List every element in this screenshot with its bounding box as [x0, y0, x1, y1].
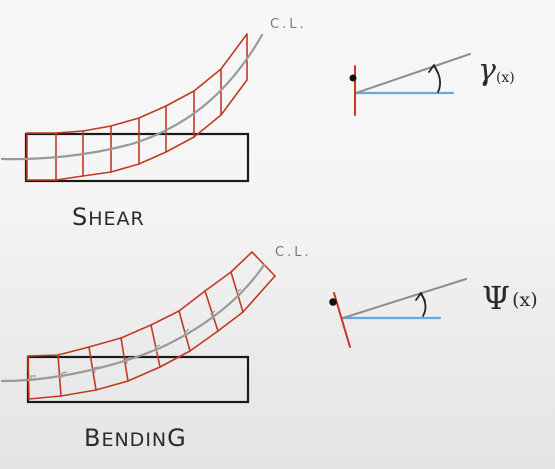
bending-centerline-label: C.L.: [275, 245, 312, 260]
bending-rotated-line: [342, 278, 467, 319]
shear-rotated-line: [355, 53, 471, 94]
shear-angle-label: γ(x): [478, 53, 515, 88]
shear-centerline: [0, 33, 264, 161]
bending-centerline: [0, 263, 266, 383]
shear-angle-arrowhead: [428, 64, 439, 74]
shear-deformed-shape: [26, 33, 248, 181]
bending-caption-middle: ENDIN: [101, 429, 167, 451]
bending-caption: BENDING: [84, 424, 187, 452]
shear-panel: C.L. SHEAR γ(x): [0, 17, 515, 231]
psi-symbol: Ψ: [482, 279, 510, 317]
bending-angle-label: Ψ(x): [482, 279, 538, 317]
shear-section-dot: [349, 74, 357, 82]
shear-top-edge: [26, 33, 248, 134]
bending-caption-initial: B: [84, 424, 101, 452]
shear-caption: SHEAR: [72, 203, 145, 231]
shear-angle-sketch: γ(x): [349, 53, 515, 116]
shear-caption-rest: HEAR: [88, 208, 145, 230]
shear-bottom-edge: [26, 79, 248, 181]
gamma-symbol: γ: [478, 53, 496, 88]
shear-caption-initial: S: [72, 203, 88, 231]
shear-centerline-label: C.L.: [270, 17, 307, 32]
bending-panel: C.L. BENDING Ψ(x): [0, 245, 538, 452]
bending-caption-final: G: [167, 424, 187, 452]
bending-angle-argument: (x): [512, 289, 538, 311]
bending-angle-sketch: Ψ(x): [329, 278, 538, 348]
shear-angle-argument: (x): [496, 70, 515, 86]
shear-undeformed-beam: [24, 132, 250, 183]
bending-right-angle-marks: [30, 288, 242, 381]
bending-section-dot: [329, 298, 337, 306]
bending-top-edge: [27, 251, 253, 357]
bending-deformed-shape: [27, 251, 276, 400]
bending-angle-arrowhead: [415, 292, 426, 302]
